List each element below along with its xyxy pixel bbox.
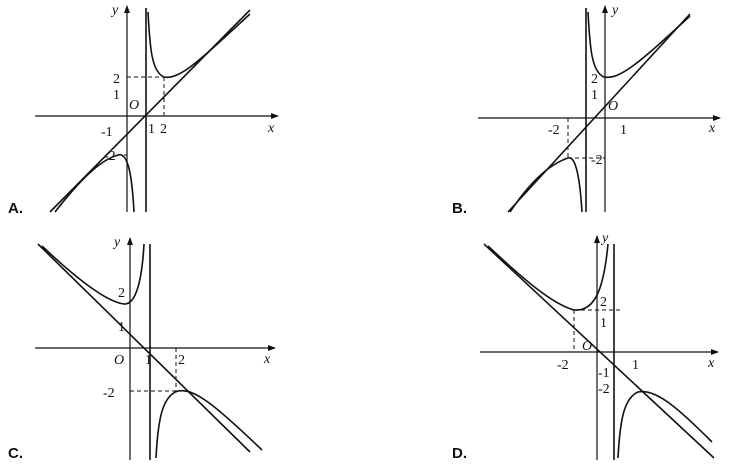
origin-label: O bbox=[608, 99, 618, 114]
option-label-b[interactable]: B. bbox=[452, 200, 467, 217]
x-axis-label: x bbox=[267, 121, 275, 136]
lower-branch bbox=[54, 154, 135, 213]
y-axis-label: y bbox=[110, 3, 119, 18]
origin-label: O bbox=[129, 98, 139, 113]
tick-x-2: 2 bbox=[178, 353, 185, 368]
tick-x-2: 2 bbox=[160, 122, 167, 137]
tick-y-2: 2 bbox=[600, 295, 607, 310]
x-axis-label: x bbox=[707, 356, 715, 371]
tick-x-neg2: -2 bbox=[557, 358, 569, 373]
tick-y-neg2: -2 bbox=[103, 386, 115, 401]
tick-x-1: 1 bbox=[632, 358, 639, 373]
option-label-d[interactable]: D. bbox=[452, 445, 467, 462]
tick-x-neg1: -1 bbox=[101, 125, 113, 140]
y-axis-label: y bbox=[112, 235, 121, 250]
tick-x-neg2: -2 bbox=[548, 123, 560, 138]
oblique-asymptote bbox=[483, 243, 715, 459]
tick-x-1: 1 bbox=[620, 123, 627, 138]
upper-branch bbox=[147, 11, 251, 79]
oblique-asymptote bbox=[37, 243, 251, 453]
x-axis-label: x bbox=[263, 352, 271, 367]
origin-label: O bbox=[114, 353, 124, 368]
upper-branch bbox=[41, 243, 145, 305]
tick-x-1: 1 bbox=[148, 122, 155, 137]
tick-y-2: 2 bbox=[591, 72, 598, 87]
oblique-asymptote bbox=[507, 13, 691, 213]
origin-label: O bbox=[582, 339, 592, 354]
tick-y-1: 1 bbox=[113, 88, 120, 103]
tick-x-1: 1 bbox=[145, 353, 152, 368]
tick-y-1: 1 bbox=[600, 316, 607, 331]
tick-y-2: 2 bbox=[118, 286, 125, 301]
upper-branch bbox=[487, 243, 609, 311]
tick-y-neg2: -2 bbox=[591, 153, 603, 168]
option-label-a[interactable]: A. bbox=[8, 200, 23, 217]
upper-branch bbox=[587, 11, 691, 79]
tick-y-1: 1 bbox=[118, 320, 125, 335]
lower-branch bbox=[617, 390, 713, 459]
tick-y-2: 2 bbox=[113, 72, 120, 87]
panel-a: A. x y O -1 1 2 2 1 -2 bbox=[8, 3, 279, 217]
panel-b: B. x y O -2 1 2 1 -2 bbox=[452, 3, 721, 217]
option-label-c[interactable]: C. bbox=[8, 445, 23, 462]
x-axis-label: x bbox=[708, 121, 716, 136]
lower-branch bbox=[509, 157, 583, 213]
lower-branch bbox=[155, 389, 263, 459]
panel-c: C. x y O 1 2 2 1 -2 bbox=[8, 235, 276, 462]
panel-d: D. x y O -2 1 2 1 -1 -2 bbox=[452, 231, 719, 462]
tick-y-neg1: -1 bbox=[598, 366, 610, 381]
tick-y-1: 1 bbox=[591, 88, 598, 103]
y-axis-label: y bbox=[610, 3, 619, 18]
tick-y-neg2: -2 bbox=[104, 149, 116, 164]
y-axis-label: y bbox=[600, 231, 609, 246]
tick-y-neg2: -2 bbox=[598, 382, 610, 397]
